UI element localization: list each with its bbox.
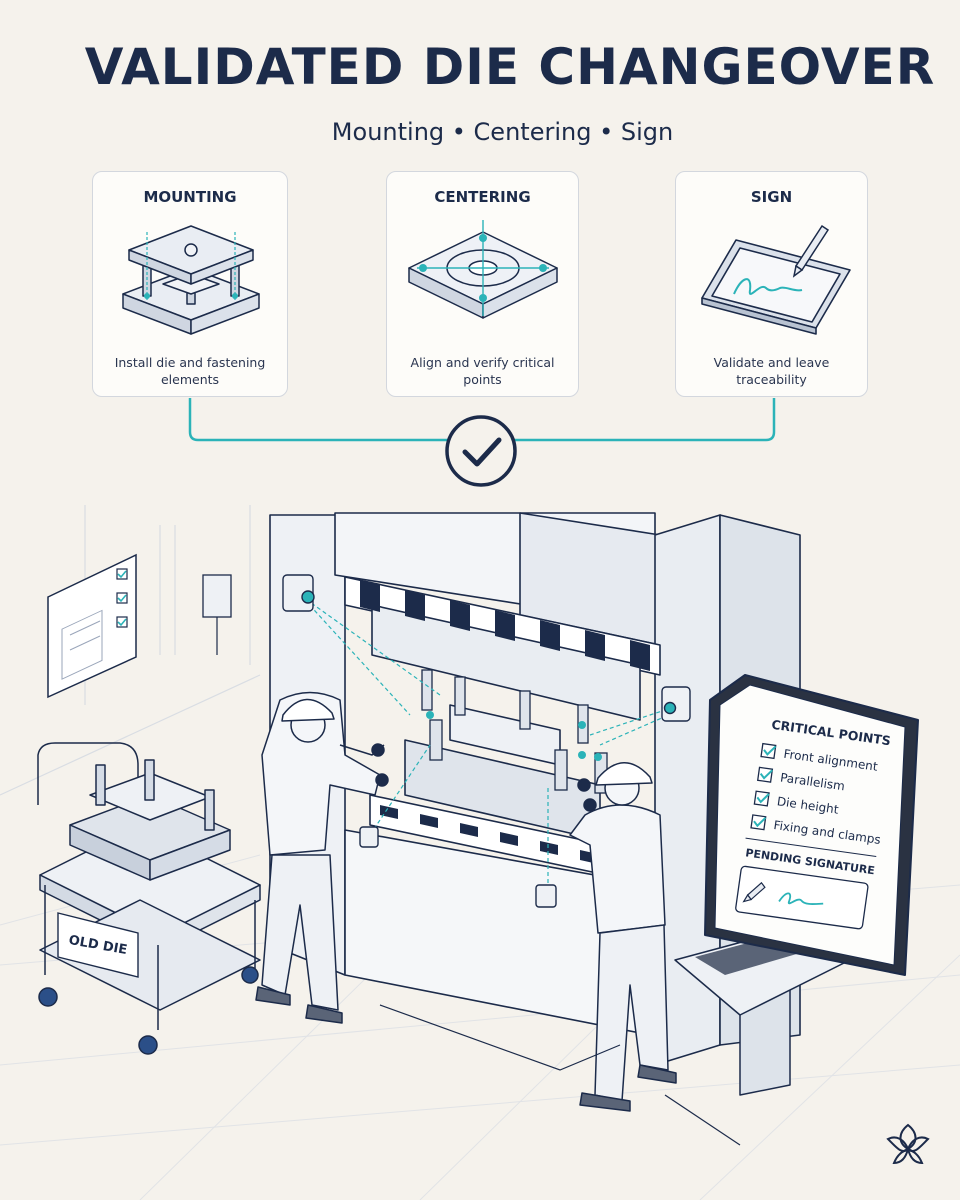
flower-logo-icon: [886, 1123, 930, 1165]
centering-plate-icon: [408, 220, 558, 319]
step-title: SIGN: [750, 188, 793, 206]
signature-field: [735, 865, 869, 930]
die-cart: [37, 742, 261, 1055]
signature-tablet-icon: [701, 224, 851, 335]
wall-diagram-board: [47, 553, 137, 699]
step-title: CENTERING: [434, 188, 531, 206]
page-title: VALIDATED DIE CHANGEOVER: [84, 38, 936, 96]
old-die-label: OLD DIE: [57, 912, 139, 978]
validation-connector: [188, 398, 776, 487]
technician-left: [255, 691, 389, 1024]
pen-icon: [742, 881, 766, 903]
step-description: Validate and leave traceability: [713, 355, 830, 387]
step-card-centering: CENTERING Align and verify critical poin…: [386, 171, 579, 397]
technician-right: [569, 762, 677, 1112]
step-card-mounting: MOUNTING Install die and fastening eleme…: [92, 171, 288, 397]
check-icon: [763, 745, 777, 756]
press-changeover-illustration: OLD DIE CRITICAL POINTS: [0, 505, 960, 1200]
step-card-sign: SIGN Validate and leave traceability: [675, 171, 868, 397]
step-description: Install die and fastening elements: [114, 355, 266, 387]
step-title: MOUNTING: [143, 188, 237, 206]
check-icon: [759, 769, 773, 780]
checkmark-icon: [445, 415, 517, 487]
check-icon: [756, 793, 770, 804]
step-description: Align and verify critical points: [410, 355, 555, 387]
die-set-icon: [122, 225, 260, 335]
page-subtitle: Mounting • Centering • Sign: [331, 118, 674, 146]
check-icon: [753, 817, 767, 828]
